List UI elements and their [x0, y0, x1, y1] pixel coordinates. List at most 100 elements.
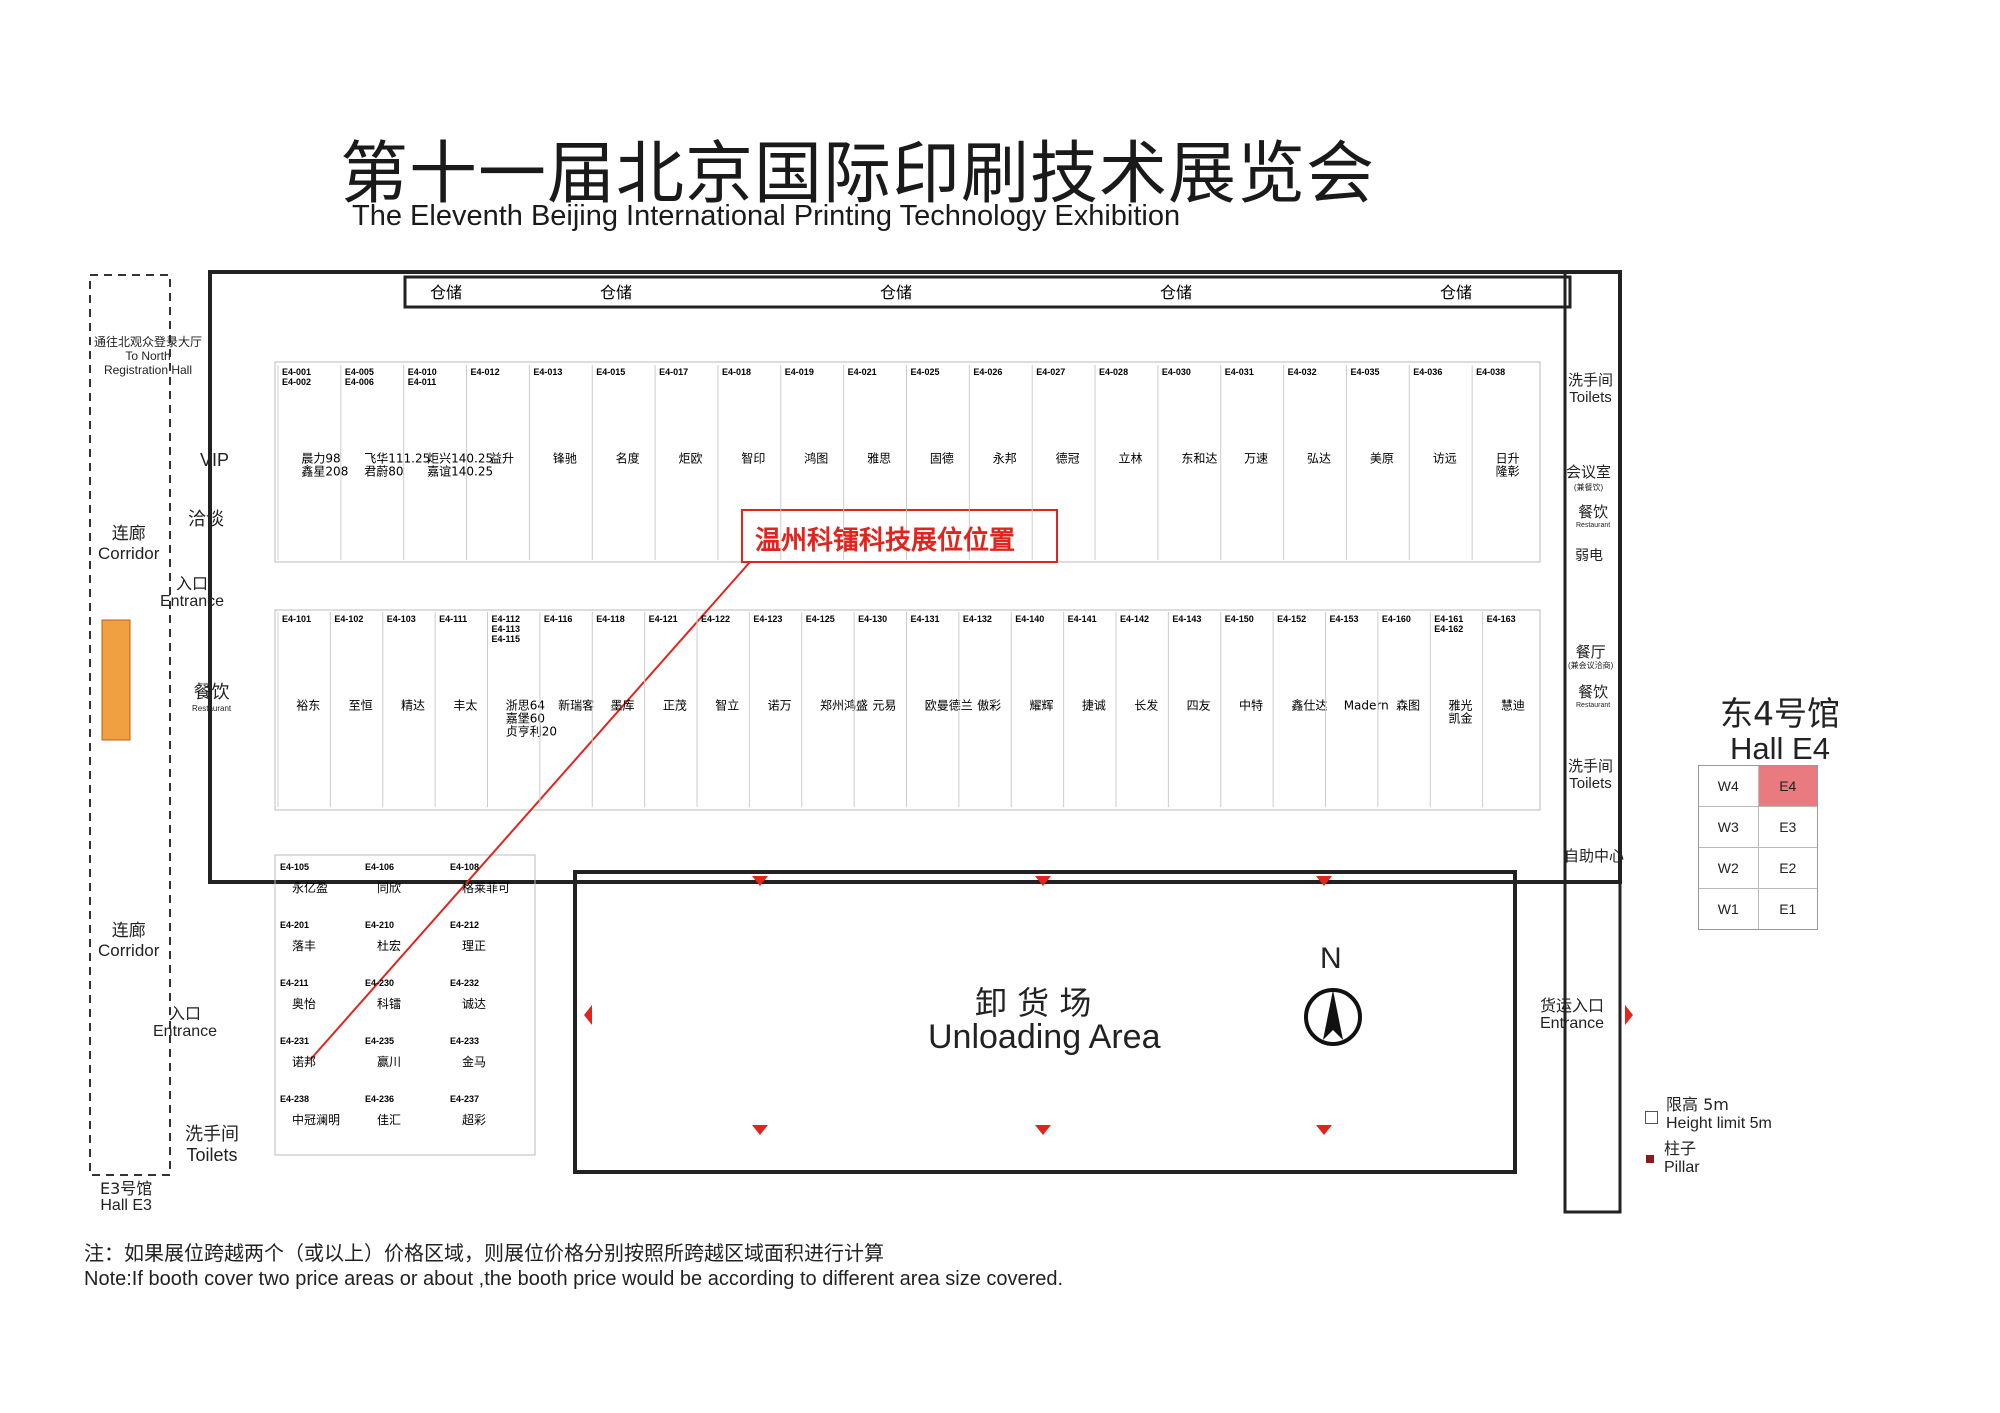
- booth-id: E4-141: [1068, 614, 1097, 624]
- booth-name[interactable]: 固德: [930, 451, 954, 466]
- booth-name[interactable]: 佳汇: [377, 1113, 401, 1127]
- booth-name[interactable]: 鑫仕达: [1291, 698, 1327, 713]
- booth-name[interactable]: 鸿图: [804, 452, 828, 466]
- booth-name[interactable]: 元易: [872, 699, 896, 713]
- booth-id: E4-231: [280, 1036, 309, 1046]
- booth-name[interactable]: 落丰: [292, 939, 316, 953]
- booth-name[interactable]: 欧曼德兰: [925, 698, 973, 713]
- entrance-cn: 入口: [176, 574, 209, 593]
- booth-name[interactable]: 中特: [1239, 698, 1263, 713]
- booth-id: E4-125: [806, 614, 835, 624]
- booth-name[interactable]: 森图: [1396, 698, 1420, 713]
- booth-id: E4-233: [450, 1036, 479, 1046]
- north-hall-en2: Registration Hall: [103, 363, 193, 377]
- booth-name[interactable]: 永亿盈: [292, 880, 328, 895]
- booth-id: E4-235: [365, 1036, 394, 1046]
- toilet-en: Toilets: [1569, 389, 1612, 406]
- hall-e3-label: E3号馆 Hall E3: [100, 1180, 152, 1214]
- booth-id: E4-152: [1277, 614, 1306, 624]
- booth-name[interactable]: 杜宏: [377, 938, 401, 953]
- booth-name[interactable]: 日升隆彰: [1496, 452, 1520, 479]
- booth-id: E4-106: [365, 862, 394, 872]
- booth-name[interactable]: 丰太: [453, 698, 477, 713]
- booth-name[interactable]: 捷诚: [1082, 699, 1106, 713]
- booth-name[interactable]: 赢川: [377, 1054, 401, 1069]
- booth-name[interactable]: 慧迪: [1501, 698, 1525, 713]
- hall-cell-e3: E3: [1779, 819, 1797, 835]
- booth-name[interactable]: 长发: [1134, 698, 1158, 713]
- booth-name[interactable]: 诺邦: [292, 1055, 316, 1069]
- booth-id: E4-026: [973, 367, 1002, 377]
- restaurant-cn: 餐饮: [1578, 683, 1609, 701]
- booth-id: E4-163: [1487, 614, 1516, 624]
- entrance-label-2: 入口 Entrance: [153, 1005, 217, 1041]
- booth-name[interactable]: 益升: [490, 452, 514, 466]
- booth-name[interactable]: 访远: [1433, 452, 1457, 466]
- booth-name[interactable]: 智立: [715, 698, 739, 713]
- booth-id: E4-013: [533, 367, 562, 377]
- booth-name[interactable]: 超彩: [462, 1112, 486, 1127]
- north-hall-en1: To North: [125, 349, 171, 363]
- booth-id: E4-143: [1172, 614, 1201, 624]
- booth-name[interactable]: 至恒: [349, 699, 373, 713]
- booth-name[interactable]: 傲彩: [977, 698, 1001, 713]
- hall-cell-w2: W2: [1699, 848, 1759, 888]
- booth-name[interactable]: 锋驰: [553, 452, 577, 466]
- booth-name[interactable]: 奥怡: [292, 997, 316, 1011]
- booth-name[interactable]: 弘达: [1307, 452, 1331, 466]
- entrance-en: Entrance: [160, 593, 225, 610]
- weak-elec-right: 弱电: [1575, 548, 1603, 564]
- booth-name[interactable]: 诺万: [768, 699, 792, 713]
- booth-name[interactable]: 正茂: [663, 699, 687, 713]
- booth-id: E4-201: [280, 920, 309, 930]
- booth-name[interactable]: 郑州鸿盛: [820, 698, 868, 713]
- cargo-en: Entrance: [1540, 1015, 1605, 1032]
- booth-name[interactable]: 理正: [462, 939, 486, 953]
- booth-name[interactable]: 雅思: [867, 451, 891, 466]
- cargo-entrance: 货运入口 Entrance: [1540, 997, 1604, 1033]
- restaurant2-cn: 餐厅: [1575, 643, 1606, 661]
- toilet-en: Toilets: [1569, 775, 1612, 792]
- hall-e3-cn: E3号馆: [100, 1179, 153, 1198]
- booth-name[interactable]: 永邦: [993, 452, 1017, 466]
- booth-name[interactable]: 诚达: [462, 997, 486, 1011]
- booth-name[interactable]: 金马: [462, 1054, 486, 1069]
- booth-name[interactable]: 智印: [741, 451, 765, 466]
- restaurant-right-3: 餐饮 Restaurant: [1576, 685, 1610, 713]
- booth-name[interactable]: 雅光凯金: [1448, 698, 1472, 726]
- booth-name[interactable]: 四友: [1187, 699, 1211, 713]
- toilet-en: Toilets: [186, 1145, 238, 1165]
- booth-name[interactable]: 墨库: [610, 698, 634, 713]
- booth-name[interactable]: Madern: [1344, 699, 1389, 713]
- hall-name-en: Hall E4: [1730, 731, 1830, 766]
- storage-label: 仓储: [1440, 283, 1472, 302]
- corridor-en: Corridor: [98, 941, 160, 960]
- booth-name[interactable]: 中冠澜明: [292, 1112, 340, 1127]
- toilet-label-right-1: 洗手间 Toilets: [1568, 372, 1613, 407]
- booth-name[interactable]: 立林: [1118, 451, 1142, 466]
- booth-name[interactable]: 裕东: [296, 698, 320, 713]
- booth-name[interactable]: 格莱菲可: [462, 880, 510, 895]
- booth-id: E4-028: [1099, 367, 1128, 377]
- booth-name[interactable]: 德冠: [1056, 451, 1080, 466]
- booth-name[interactable]: 东和达: [1181, 452, 1217, 466]
- booth-id: E4-101: [282, 614, 311, 624]
- booth-name[interactable]: 新瑞客: [558, 698, 594, 713]
- corridor-en: Corridor: [98, 544, 160, 563]
- booth-name[interactable]: 炬欧: [679, 452, 703, 466]
- booth-name[interactable]: 同欣: [377, 881, 401, 895]
- toilet-label-right-2: 洗手间 Toilets: [1568, 758, 1613, 793]
- booth-name[interactable]: 名度: [616, 451, 640, 466]
- booth-name[interactable]: 精达: [401, 699, 425, 713]
- booth-name[interactable]: 万速: [1244, 452, 1268, 466]
- restaurant-right-1: 餐饮 Restaurant: [1576, 505, 1610, 533]
- north-label: N: [1320, 942, 1342, 975]
- booth-name[interactable]: 耀辉: [1029, 699, 1053, 713]
- booth-name[interactable]: 科镭: [377, 996, 401, 1011]
- booth-name[interactable]: 美原: [1370, 452, 1394, 466]
- hall-grid-row: W1 E1: [1699, 889, 1817, 929]
